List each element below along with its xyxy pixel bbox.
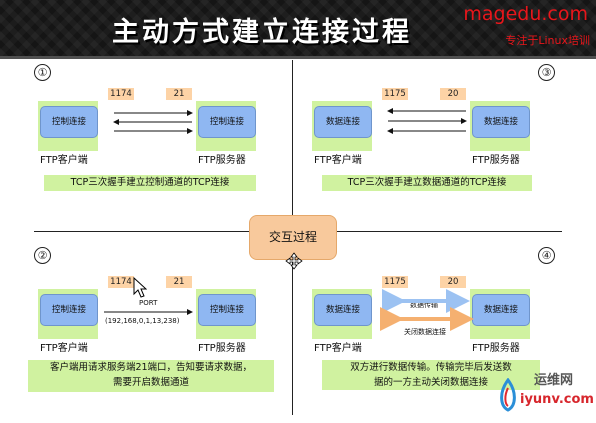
move-cursor-icon [285,252,303,270]
watermark-url: iyunv.com [520,392,594,407]
server-control-connection: 控制连接 [198,294,256,326]
client-data-connection: 数据连接 [314,294,372,326]
watermark-cn: 运维网 [534,373,574,388]
q2-note-line-2: 需要开启数据通道 [112,377,189,388]
step-number-3: ③ [538,64,555,81]
slide-title: 主动方式建立连接过程 [112,17,412,48]
q1-note: TCP三次握手建立控制通道的TCP连接 [44,175,256,191]
client-label: FTP客户端 [40,155,88,166]
client-control-connection: 控制连接 [40,106,98,138]
q4-note-line-1: 双方进行数据传输。传输完毕后发送数 [350,362,512,373]
client-port: 1174 [108,276,134,288]
mouse-pointer-icon [133,277,147,298]
client-port: 1174 [108,88,134,100]
interaction-process-box: 交互过程 [249,215,337,260]
brand-slogan: 专注于Linux培训 [505,34,590,47]
client-label: FTP客户端 [40,343,88,354]
server-label: FTP服务器 [198,343,246,354]
close-connection-label: 关闭数据连接 [404,328,446,336]
server-control-connection: 控制连接 [198,106,256,138]
server-label: FTP服务器 [472,343,520,354]
server-port: 21 [166,88,192,100]
server-port: 20 [440,276,466,288]
client-label: FTP客户端 [314,343,362,354]
client-label: FTP客户端 [314,155,362,166]
step-number-1: ① [34,64,51,81]
port-address-label: (192,168,0,1,13,238) [105,317,180,325]
q4-note-line-2: 据的一方主动关闭数据连接 [373,377,488,388]
server-data-connection: 数据连接 [472,294,530,326]
q3-note: TCP三次握手建立数据通道的TCP连接 [322,175,532,191]
header-pattern [0,0,596,56]
watermark-logo-icon [500,378,516,412]
client-port: 1175 [382,88,408,100]
server-label: FTP服务器 [472,155,520,166]
header-bar: 主动方式建立连接过程 magedu.com 专注于Linux培训 [0,0,596,59]
client-control-connection: 控制连接 [40,294,98,326]
q2-note-line-1: 客户端用请求服务端21端口，告知要请求数据， [49,362,253,373]
port-command-label: PORT [139,299,158,307]
brand-logo-text: magedu.com [463,3,588,25]
client-data-connection: 数据连接 [314,106,372,138]
client-port: 1175 [382,276,408,288]
step-number-2: ② [34,247,51,264]
server-label: FTP服务器 [198,155,246,166]
step-number-4: ④ [538,247,555,264]
server-port: 21 [166,276,192,288]
server-data-connection: 数据连接 [472,106,530,138]
q2-note: 客户端用请求服务端21端口，告知要请求数据， 需要开启数据通道 [28,360,274,392]
server-port: 20 [440,88,466,100]
